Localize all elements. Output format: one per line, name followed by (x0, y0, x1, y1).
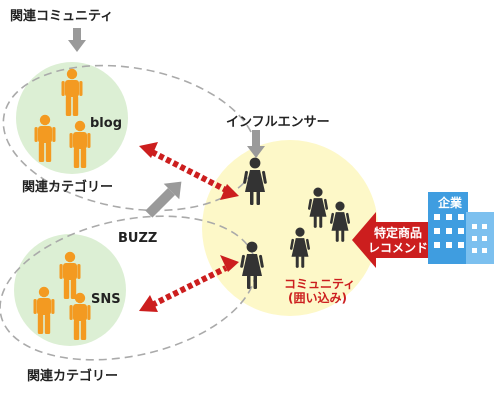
community-label-line1: コミュニティ (284, 277, 355, 291)
company-building-icon (428, 192, 494, 264)
arrow-down-influencer (247, 130, 265, 158)
recommend-label-line2: レコメンド (368, 241, 428, 255)
related-category-label-bottom: 関連カテゴリー (27, 368, 118, 384)
company-label: 企業 (437, 195, 463, 210)
influencer-label: インフルエンサー (226, 115, 330, 130)
recommend-label-line1: 特定商品 (374, 225, 422, 240)
buzz-label: BUZZ (118, 231, 157, 246)
sns-community-circle (14, 234, 126, 346)
sns-label: SNS (91, 292, 121, 307)
blog-label: blog (90, 116, 122, 131)
arrow-down-related-community (68, 28, 86, 52)
related-community-label: 関連コミュニティ (10, 8, 113, 24)
buzz-arrow (145, 181, 182, 218)
community-label-line2: (囲い込み) (288, 290, 347, 305)
red-arrow-top (139, 142, 239, 200)
red-arrow-bottom (139, 255, 239, 312)
related-category-label-top: 関連カテゴリー (22, 179, 113, 195)
